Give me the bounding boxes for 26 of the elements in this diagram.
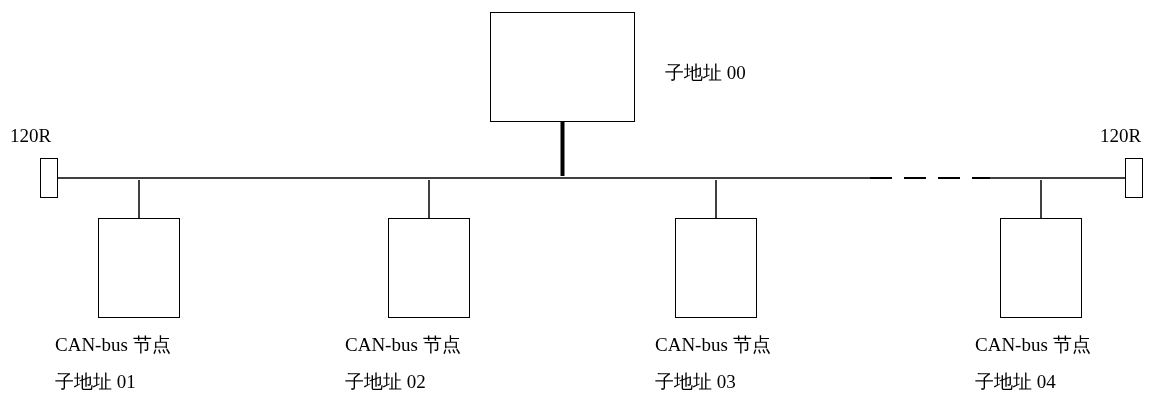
connector-line [715,179,717,219]
node-caption: 120R [1100,126,1142,145]
node-caption: 子地址 03 [655,372,736,391]
connector-line [560,122,565,176]
node-caption: 120R [10,126,52,145]
connector-line [57,177,101,179]
node-caption: 子地址 04 [975,372,1056,391]
node-caption: CAN-bus 节点 [655,335,771,354]
connector-line [1040,179,1042,219]
node-box [1000,218,1082,318]
node-box [490,12,635,122]
node-box [388,218,470,318]
node-caption: 子地址 01 [55,372,136,391]
bus-line [100,176,1080,180]
node-caption: 子地址 00 [665,63,746,82]
resistor-symbol [40,158,58,198]
node-box [98,218,180,318]
node-caption: CAN-bus 节点 [345,335,461,354]
connector-line [138,179,140,219]
connector-line [1079,177,1126,179]
node-caption: 子地址 02 [345,372,426,391]
node-caption: CAN-bus 节点 [975,335,1091,354]
node-caption: CAN-bus 节点 [55,335,171,354]
connector-line [428,179,430,219]
resistor-symbol [1125,158,1143,198]
node-box [675,218,757,318]
